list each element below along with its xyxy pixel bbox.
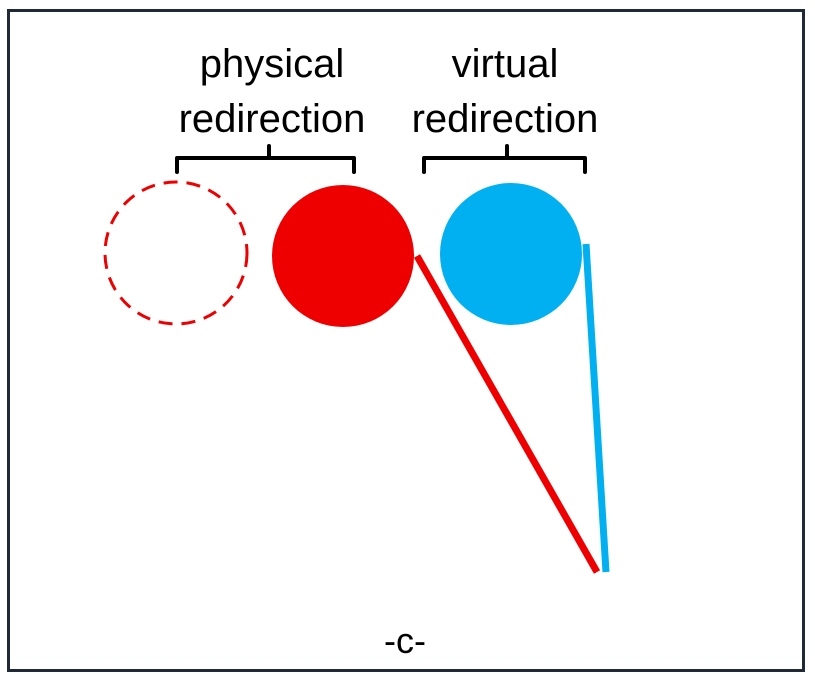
virtual-redirection-circle	[440, 183, 582, 325]
virtual-brace	[422, 144, 587, 174]
virtual-redirection-line	[582, 243, 610, 573]
panel-caption: -c-	[384, 620, 426, 661]
physical-redirection-line	[413, 254, 601, 574]
figure-frame	[7, 9, 805, 672]
virtual-label-line2: redirection	[412, 97, 599, 141]
physical-brace	[175, 144, 356, 174]
physical-redirection-circle	[272, 185, 414, 327]
physical-label-line2: redirection	[179, 97, 366, 141]
physical-label-line1: physical	[200, 42, 345, 86]
virtual-label-line1: virtual	[452, 42, 559, 86]
original-position-circle	[103, 180, 249, 326]
